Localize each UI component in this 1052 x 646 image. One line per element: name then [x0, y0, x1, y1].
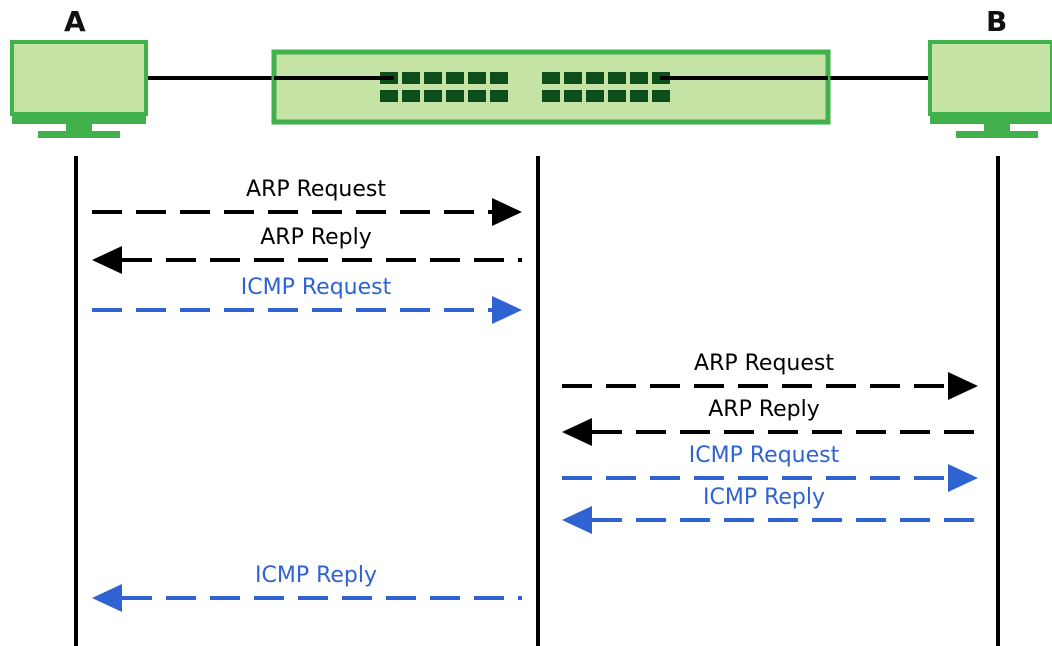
arrowhead-icon — [92, 246, 122, 274]
message-label: ICMP Reply — [703, 485, 825, 510]
switch-port — [468, 90, 486, 102]
monitor-a-icon — [10, 40, 148, 138]
message-label: ARP Reply — [708, 397, 820, 422]
switch-port — [490, 90, 508, 102]
node-a-label: A — [64, 5, 86, 38]
switch-port — [564, 72, 582, 84]
switch-port — [402, 90, 420, 102]
switch-port — [490, 72, 508, 84]
switch-port — [380, 90, 398, 102]
switch-port — [542, 90, 560, 102]
switch-ports — [380, 72, 670, 102]
switch-port — [608, 72, 626, 84]
arrowhead-icon — [492, 198, 522, 226]
switch-port — [630, 72, 648, 84]
switch-port — [586, 90, 604, 102]
switch-port — [468, 72, 486, 84]
switch-port — [424, 72, 442, 84]
message-4: ARP Request — [562, 351, 978, 400]
switch-icon — [271, 49, 831, 125]
arrowhead-icon — [562, 418, 592, 446]
switch-port — [542, 72, 560, 84]
arrowhead-icon — [92, 584, 122, 612]
message-2: ARP Reply — [92, 225, 522, 274]
switch-port — [424, 90, 442, 102]
switch-port — [402, 72, 420, 84]
message-3: ICMP Request — [92, 275, 522, 324]
arrowhead-icon — [948, 464, 978, 492]
message-label: ICMP Request — [689, 443, 840, 468]
arrowhead-icon — [948, 372, 978, 400]
switch-port — [446, 90, 464, 102]
message-label: ICMP Request — [241, 275, 392, 300]
message-6: ICMP Request — [562, 443, 978, 492]
message-7: ICMP Reply — [562, 485, 978, 534]
message-label: ARP Request — [694, 351, 834, 376]
monitor-b-icon — [928, 40, 1052, 138]
switch-port — [652, 90, 670, 102]
switch-port — [586, 72, 604, 84]
message-label: ARP Request — [246, 177, 386, 202]
message-8: ICMP Reply — [92, 563, 522, 612]
arrowhead-icon — [562, 506, 592, 534]
message-5: ARP Reply — [562, 397, 978, 446]
switch-port — [630, 90, 648, 102]
node-b-label: B — [986, 5, 1007, 38]
switch-port — [608, 90, 626, 102]
switch-port — [446, 72, 464, 84]
message-label: ARP Reply — [260, 225, 372, 250]
message-label: ICMP Reply — [255, 563, 377, 588]
switch-port — [564, 90, 582, 102]
message-1: ARP Request — [92, 177, 522, 226]
arrowhead-icon — [492, 296, 522, 324]
